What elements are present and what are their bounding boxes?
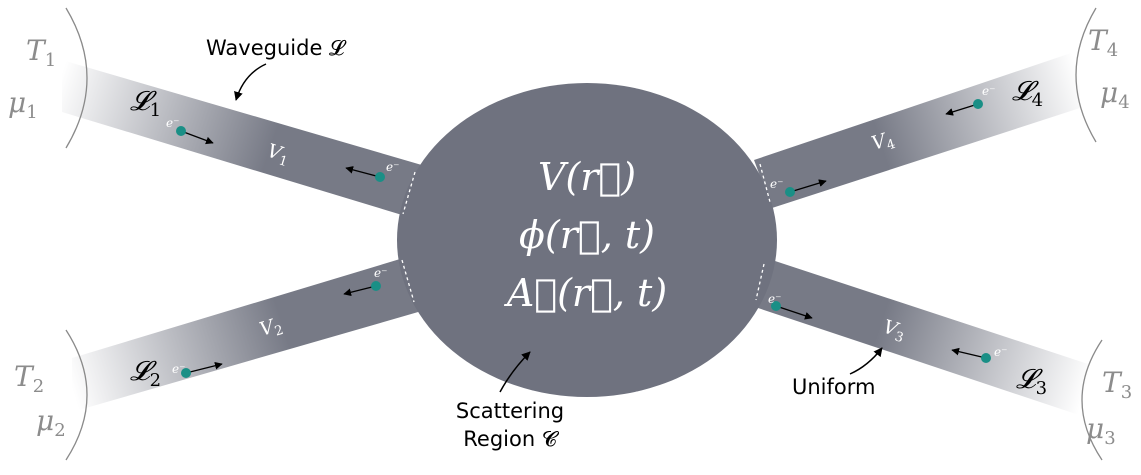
arrow-icon <box>775 305 813 320</box>
lead-3-waveguide <box>752 260 1088 418</box>
reservoir-1-temperature: T1 <box>26 34 56 71</box>
uniform-annotation: Uniform <box>792 375 875 399</box>
reservoir-2-temperature: T2 <box>14 360 44 397</box>
scattering-region <box>397 83 777 397</box>
reservoir-2-chemical-potential: μ2 <box>36 404 66 441</box>
reservoir-1-chemical-potential: μ1 <box>8 86 38 123</box>
electron-icon <box>371 281 381 291</box>
reservoir-2-boundary <box>65 329 88 461</box>
reservoir-3-boundary <box>1081 339 1103 461</box>
electron-icon <box>771 301 781 311</box>
electron-label: e⁻ <box>770 177 783 191</box>
reservoir-1-boundary <box>65 7 88 149</box>
interface-3 <box>755 263 765 301</box>
electron-label: e⁻ <box>166 116 179 130</box>
waveguide-annotation-arrow <box>234 63 267 101</box>
arrow-icon <box>180 130 214 145</box>
arrow-icon <box>945 103 979 116</box>
lead-2-waveguide <box>72 256 432 412</box>
electron-icon <box>176 126 186 136</box>
electron-label: e⁻ <box>172 362 185 376</box>
interface-4 <box>759 163 771 203</box>
lead-4-waveguide <box>754 50 1080 208</box>
electron-label: e⁻ <box>994 345 1007 359</box>
electron-label: e⁻ <box>386 160 399 174</box>
reservoir-4-chemical-potential: μ4 <box>1100 76 1130 113</box>
electron-icon <box>375 172 385 182</box>
reservoir-3-chemical-potential: μ3 <box>1086 412 1116 449</box>
region-vector-potential: A⃗(r⃗, t) <box>504 271 667 315</box>
reservoir-4-boundary <box>1075 7 1097 143</box>
interface-2 <box>401 259 415 303</box>
electron-label: e⁻ <box>374 266 387 280</box>
electron-icon <box>785 187 795 197</box>
scattering-annotation-arrow <box>499 351 531 393</box>
scattering-annotation-line1: Scattering <box>456 399 564 423</box>
lead-3-voltage: V3 <box>880 316 908 346</box>
reservoir-4-temperature: T4 <box>1088 24 1118 61</box>
electron-icon <box>181 368 191 378</box>
electron-label: e⁻ <box>982 84 995 98</box>
arrow-icon <box>343 285 377 297</box>
arrow-icon <box>789 179 827 193</box>
electrons: e⁻ e⁻ e⁻ e⁻ e⁻ e⁻ e⁻ e⁻ <box>166 84 1007 378</box>
region-potential: V(r⃗) <box>538 155 636 199</box>
electron-icon <box>973 99 983 109</box>
uniform-annotation-arrow <box>849 347 883 375</box>
arrow-icon <box>951 347 987 359</box>
lead-1-waveguide <box>62 60 432 218</box>
region-scalar-potential: ϕ(r⃗, t) <box>519 213 655 257</box>
arrow-icon <box>185 361 223 374</box>
reservoir-3-temperature: T3 <box>1102 366 1132 403</box>
electron-label: e⁻ <box>768 292 781 306</box>
scattering-annotation-line2: Region 𝓒 <box>463 427 560 451</box>
waveguide-annotation: Waveguide 𝓛 <box>206 36 347 60</box>
interface-1 <box>402 171 416 215</box>
electron-icon <box>981 353 991 363</box>
arrow-icon <box>345 166 381 178</box>
